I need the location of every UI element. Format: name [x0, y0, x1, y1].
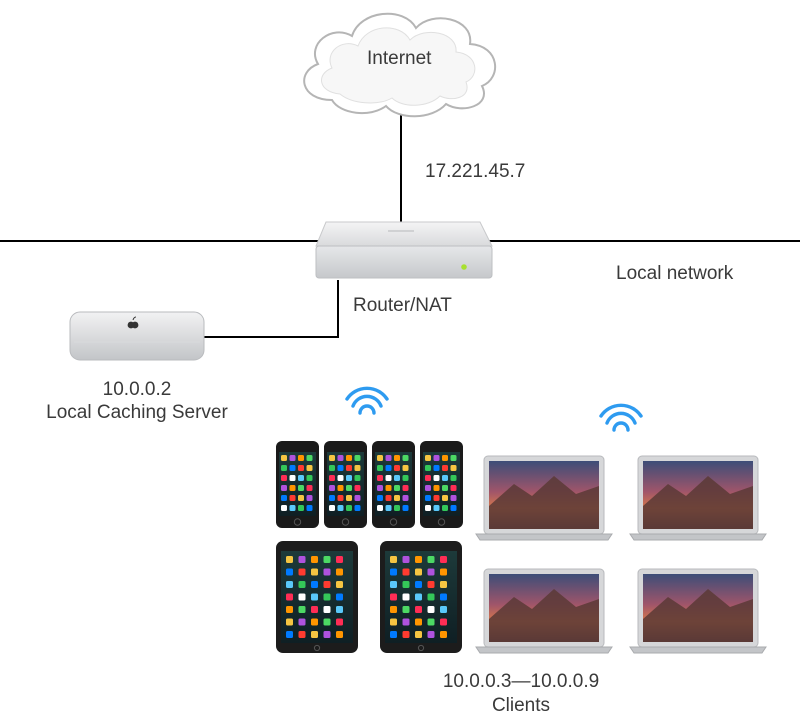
clients-range-label: 10.0.0.3—10.0.0.9	[442, 671, 600, 692]
internet-label: Internet	[367, 48, 432, 69]
router-icon	[315, 221, 493, 279]
macbook-icon	[629, 568, 767, 654]
wifi-icon	[599, 403, 643, 432]
server-link-line	[204, 280, 339, 338]
router-status-led	[461, 264, 467, 270]
macbook-icon	[475, 568, 613, 654]
macbook-icon	[475, 455, 613, 541]
macbook-group	[475, 455, 767, 654]
wifi-icon	[345, 386, 389, 415]
mac-mini-icon	[69, 311, 205, 361]
iphone-icon	[324, 441, 367, 528]
iphone-icon	[420, 441, 463, 528]
ipad-group	[276, 541, 462, 653]
server-name-label: Local Caching Server	[46, 402, 228, 423]
ipad-icon	[276, 541, 358, 653]
iphone-icon	[372, 441, 415, 528]
macbook-icon	[629, 455, 767, 541]
iphone-icon	[276, 441, 319, 528]
cloud-icon	[303, 12, 497, 118]
public-ip-label: 17.221.45.7	[425, 161, 526, 182]
ipad-icon	[380, 541, 462, 653]
apple-logo-icon	[127, 316, 139, 329]
local-network-label: Local network	[616, 263, 734, 284]
router-label: Router/NAT	[353, 295, 452, 316]
iphone-group	[276, 441, 463, 528]
server-ip-label: 10.0.0.2	[102, 379, 172, 400]
clients-label: Clients	[491, 695, 551, 716]
